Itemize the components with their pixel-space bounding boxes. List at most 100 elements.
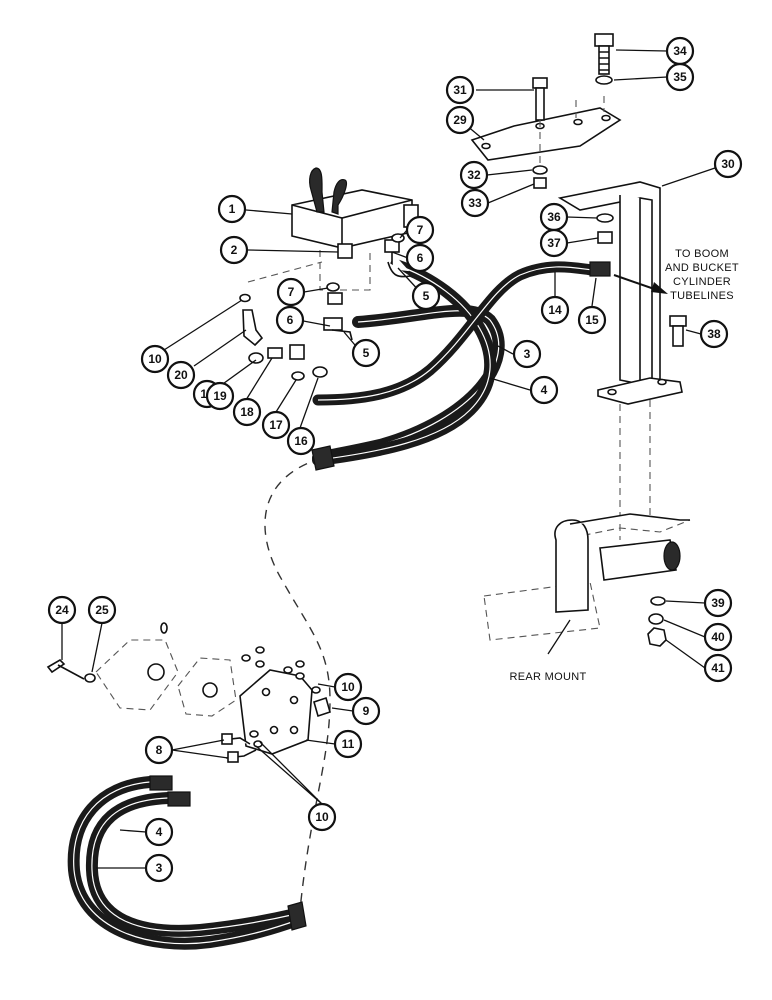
hose-4-lower <box>85 792 302 937</box>
callout-5-mid: 5 <box>351 338 381 368</box>
svg-text:31: 31 <box>453 83 467 97</box>
callout-15: 15 <box>577 305 607 335</box>
rear-mount-label: REAR MOUNT <box>510 671 587 683</box>
callout-40: 40 <box>703 622 733 652</box>
hose-14 <box>312 261 598 406</box>
svg-text:10: 10 <box>315 810 329 824</box>
bolt-24 <box>46 658 85 680</box>
mounting-plate-29 <box>470 107 622 161</box>
valve-phantom-line <box>247 261 323 283</box>
boom-note-line3: CYLINDER <box>673 276 731 288</box>
callout-6-mid: 6 <box>275 305 305 335</box>
dashed-plate-left <box>95 639 179 711</box>
svg-text:36: 36 <box>547 210 561 224</box>
callout-38: 38 <box>699 319 729 349</box>
callout-34: 34 <box>665 36 695 66</box>
boom-note-line1: TO BOOM <box>675 248 729 260</box>
boom-arrowhead <box>651 282 668 294</box>
callout-9: 9 <box>351 696 381 726</box>
callout-29: 29 <box>445 105 475 135</box>
svg-text:19: 19 <box>213 389 227 403</box>
svg-text:6: 6 <box>417 251 424 265</box>
svg-text:2: 2 <box>231 243 238 257</box>
callout-8: 8 <box>144 735 174 765</box>
elbows-8 <box>221 733 257 763</box>
plate-hole-3 <box>573 118 583 126</box>
hose-end-cap <box>311 445 335 471</box>
svg-text:41: 41 <box>711 661 725 675</box>
svg-text:14: 14 <box>548 303 562 317</box>
bolt-38 <box>669 315 687 347</box>
svg-text:3: 3 <box>524 347 531 361</box>
callout-32: 32 <box>459 160 489 190</box>
callout-2: 2 <box>219 235 249 265</box>
svg-text:7: 7 <box>417 223 424 237</box>
svg-text:32: 32 <box>467 168 481 182</box>
boom-note-line2: AND BUCKET <box>665 262 739 274</box>
callout-37: 37 <box>539 228 569 258</box>
callout-10-lower: 10 <box>307 802 337 832</box>
bolt-34 <box>594 33 614 75</box>
svg-text:4: 4 <box>156 825 163 839</box>
svg-text:8: 8 <box>156 743 163 757</box>
svg-text:7: 7 <box>288 285 295 299</box>
callout-41: 41 <box>703 653 733 683</box>
valve-lever-right <box>331 178 348 215</box>
callout-10-lower-right: 10 <box>333 672 363 702</box>
plate-boss-mid <box>202 682 218 698</box>
hose-fitting-lower-2 <box>167 791 191 807</box>
svg-text:10: 10 <box>341 680 355 694</box>
svg-text:20: 20 <box>174 368 188 382</box>
callout-20: 20 <box>166 360 196 390</box>
plate-hole-1 <box>481 142 491 150</box>
svg-text:24: 24 <box>55 603 69 617</box>
callout-39: 39 <box>703 588 733 618</box>
plate-hole-4 <box>601 114 611 122</box>
svg-text:10: 10 <box>148 352 162 366</box>
washer-25 <box>84 673 96 683</box>
svg-text:40: 40 <box>711 630 725 644</box>
svg-text:5: 5 <box>423 289 430 303</box>
dashed-plate-mid <box>177 657 237 717</box>
callout-35: 35 <box>665 62 695 92</box>
callout-3-lower: 3 <box>144 853 174 883</box>
callout-10-upper: 10 <box>140 344 170 374</box>
boom-note-line4: TUBELINES <box>670 290 734 302</box>
svg-text:1: 1 <box>229 202 236 216</box>
bolt-31 <box>532 77 548 121</box>
svg-text:17: 17 <box>269 418 283 432</box>
svg-text:4: 4 <box>541 383 548 397</box>
callout-25: 25 <box>87 595 117 625</box>
plate-phantom-up <box>575 96 605 118</box>
control-valve <box>291 167 419 259</box>
plug-9 <box>313 696 331 718</box>
callout-31: 31 <box>445 75 475 105</box>
svg-text:9: 9 <box>363 704 370 718</box>
fitting-chain-left <box>242 309 328 381</box>
hose-end-lower <box>287 901 307 931</box>
boom-note: TO BOOM AND BUCKET CYLINDER TUBELINES <box>665 248 739 302</box>
plate-boss-left <box>147 663 165 681</box>
svg-text:5: 5 <box>363 346 370 360</box>
washer-35 <box>595 75 613 85</box>
callout-4-upper: 4 <box>529 375 559 405</box>
svg-text:6: 6 <box>287 313 294 327</box>
svg-text:11: 11 <box>342 737 355 751</box>
nut-37 <box>597 231 613 244</box>
valve-phantom-box <box>319 250 371 291</box>
washer-36 <box>596 213 614 223</box>
callout-18: 18 <box>232 397 262 427</box>
washer-39 <box>650 596 666 606</box>
svg-text:3: 3 <box>156 861 163 875</box>
svg-text:34: 34 <box>673 44 687 58</box>
oring-10-upper <box>239 293 251 303</box>
callout-7-upper: 7 <box>405 215 435 245</box>
svg-text:35: 35 <box>673 70 687 84</box>
callout-5-upper: 5 <box>411 281 441 311</box>
nut-33 <box>533 177 547 189</box>
hose-4-upper <box>312 259 496 466</box>
callout-1: 1 <box>217 194 247 224</box>
callout-36: 36 <box>539 202 569 232</box>
callout-24: 24 <box>47 595 77 625</box>
